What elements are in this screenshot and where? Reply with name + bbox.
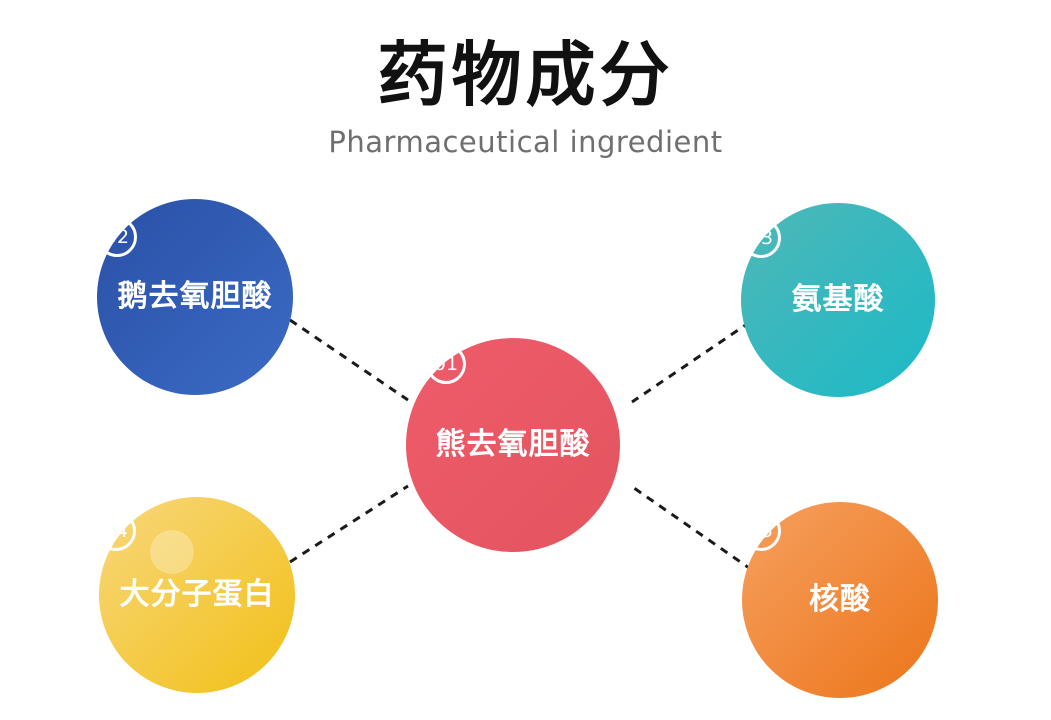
node-number-badge: 03: [741, 218, 781, 258]
node-label: 氨基酸: [791, 282, 885, 317]
page-title: 药物成分: [377, 34, 674, 116]
node-label: 熊去氧胆酸: [435, 427, 591, 462]
node-label: 核酸: [809, 582, 871, 617]
node-number-badge: 05: [741, 511, 781, 551]
connector-01-05: [633, 486, 753, 572]
connector-01-03: [631, 320, 751, 404]
node-number-badge: 01: [426, 344, 466, 384]
node-label: 大分子蛋白: [119, 577, 275, 612]
node-number-badge: 02: [97, 217, 137, 257]
decorative-highlight: [150, 530, 194, 574]
page-subtitle: Pharmaceutical ingredient: [328, 125, 723, 159]
node-label: 鹅去氧胆酸: [117, 279, 273, 314]
connector-01-04: [289, 484, 409, 564]
connector-01-02: [289, 318, 409, 402]
node-number-badge: 04: [96, 511, 136, 551]
